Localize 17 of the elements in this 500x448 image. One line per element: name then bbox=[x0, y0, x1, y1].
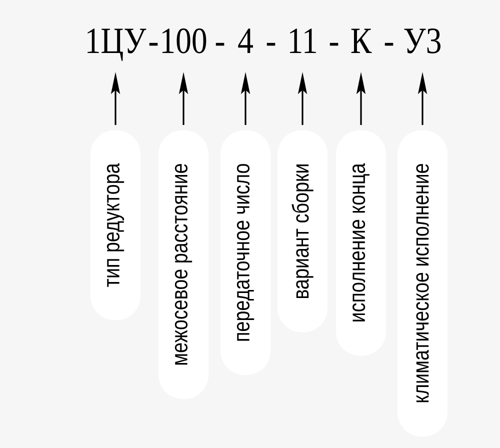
separator-dash: - bbox=[330, 42, 338, 46]
separator-dash: - bbox=[384, 42, 394, 46]
label-pill: климатическое исполнение bbox=[398, 130, 448, 436]
code-part: К bbox=[351, 28, 372, 53]
label-pill: вариант сборки bbox=[278, 130, 328, 332]
separator-dash: - bbox=[216, 42, 224, 46]
separator-dash: - bbox=[149, 42, 158, 46]
code-part: 4 bbox=[238, 28, 253, 53]
code-part: 100 bbox=[162, 28, 206, 54]
code-part: 11 bbox=[290, 28, 316, 53]
code-part: 1ЦУ bbox=[88, 28, 146, 61]
label-pill: тип редуктора bbox=[90, 130, 140, 320]
label-pill: исполнение конца bbox=[336, 130, 386, 356]
label-pill: межосевое расстояние bbox=[158, 130, 208, 399]
separator-dash: - bbox=[266, 42, 276, 46]
code-part: У3 bbox=[404, 28, 440, 54]
label-pill: передаточное число bbox=[220, 130, 270, 375]
